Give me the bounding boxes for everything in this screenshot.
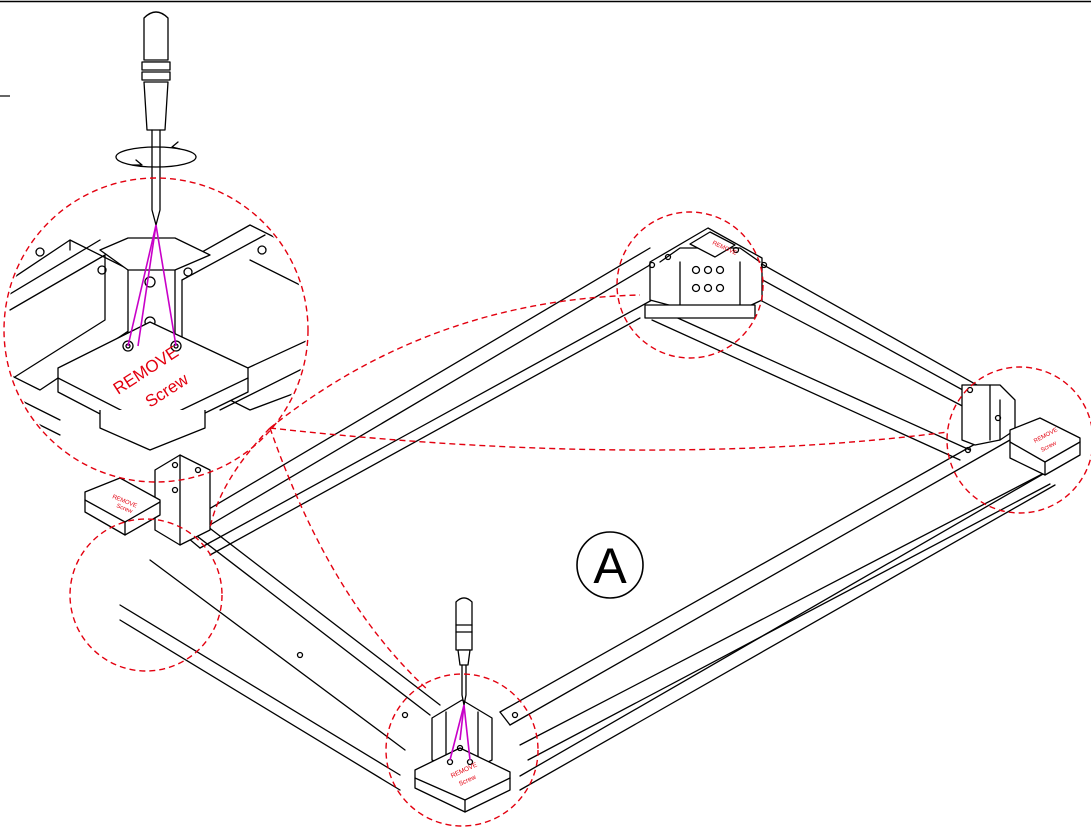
highlight-circle-back — [616, 211, 764, 359]
rotation-arrow-icon — [115, 141, 197, 168]
screwdriver-icon — [141, 11, 171, 226]
corner-block-back: REMOVE — [644, 227, 768, 319]
detail-highlight-circle — [3, 177, 309, 483]
detail-view: REMOVE Screw — [3, 11, 309, 483]
frame-rail-right — [499, 429, 1051, 761]
corner-highlight-circles — [69, 211, 1091, 827]
highlight-circle-left — [69, 518, 223, 672]
leader-lines — [209, 294, 949, 691]
screw-guide-lines-front — [449, 704, 471, 761]
detail-corner-closeup — [6, 224, 306, 451]
frame-assembly: REMOVE REMOVE Screw REMOVE — [84, 227, 1081, 813]
highlight-circle-front — [385, 673, 539, 827]
corner-block-front: REMOVE Screw — [401, 699, 519, 813]
corner-block-right: REMOVE Screw — [961, 384, 1081, 476]
part-label-text: A — [593, 538, 627, 594]
screwdriver-icon — [455, 597, 473, 706]
part-label-badge: A — [576, 531, 644, 599]
highlight-circle-right — [946, 366, 1091, 514]
corner-holes-back — [648, 246, 768, 293]
frame-rail-left — [181, 247, 656, 556]
frame-rail-front — [119, 469, 1056, 791]
screw-guide-lines-detail — [127, 224, 177, 347]
